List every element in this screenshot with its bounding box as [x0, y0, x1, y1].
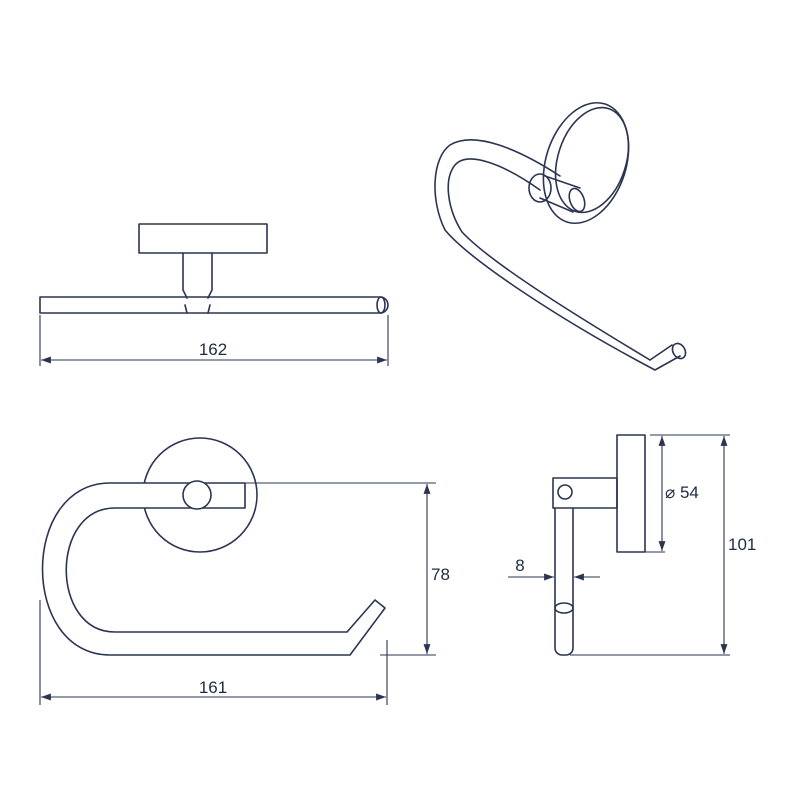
bar-end [671, 342, 687, 360]
bar-end [376, 296, 386, 314]
wall-plate [138, 223, 268, 254]
bar [39, 296, 389, 314]
wall-plate-face [554, 106, 630, 214]
pin [182, 480, 212, 510]
side-view: ⌀ 54 101 8 [508, 434, 756, 656]
bar [41, 482, 386, 656]
stem [182, 252, 213, 314]
tube [554, 507, 574, 656]
dimension-label-161: 161 [199, 678, 227, 697]
dimension-label-8: 8 [515, 556, 524, 575]
perspective-view [434, 101, 687, 371]
pin [539, 175, 581, 213]
plan-view: 78 161 [39, 437, 450, 705]
tube-end [554, 602, 574, 614]
bar-outer [434, 139, 681, 371]
pin-end [557, 484, 573, 500]
wall-plate [542, 101, 630, 225]
pin-end [568, 187, 586, 213]
dimension-label-54: ⌀ 54 [665, 483, 699, 502]
dimension-label-162: 162 [199, 340, 227, 359]
bar-joint [528, 173, 552, 203]
wall-plate [616, 434, 646, 553]
dimension-label-101: 101 [728, 535, 756, 554]
front-view: 162 [39, 223, 389, 366]
bar-hook [649, 344, 673, 361]
bar-inner [447, 158, 651, 361]
arm [552, 477, 618, 509]
dimension-label-78: 78 [431, 565, 450, 584]
